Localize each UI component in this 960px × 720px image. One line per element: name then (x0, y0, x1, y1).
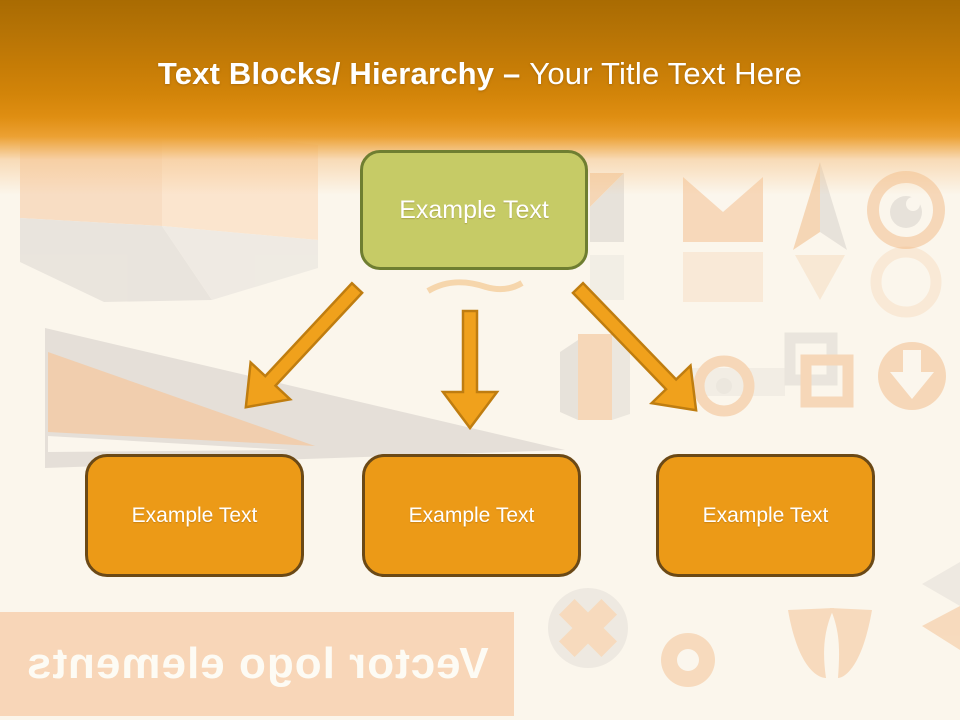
root-text-block-label: Example Text (399, 195, 549, 224)
watermark-text: Vector logo elements (25, 639, 489, 688)
page-title: Text Blocks/ Hierarchy – Your Title Text… (0, 56, 960, 92)
title-bold-part: Text Blocks/ Hierarchy – (157, 56, 530, 91)
root-text-block: Example Text (360, 150, 588, 270)
down-left-arrow (244, 281, 364, 409)
child-text-block-1-label: Example Text (131, 503, 258, 527)
child-text-block-2: Example Text (362, 454, 581, 577)
child-text-block-1: Example Text (85, 454, 304, 577)
title-regular-part: Your Title Text Here (529, 56, 803, 91)
child-text-block-3-label: Example Text (702, 503, 829, 527)
child-text-block-2-label: Example Text (408, 503, 535, 527)
watermark-band: Vector logo elements (0, 612, 514, 716)
down-arrow (440, 309, 500, 431)
child-text-block-3: Example Text (656, 454, 875, 577)
down-right-arrow (571, 281, 698, 412)
